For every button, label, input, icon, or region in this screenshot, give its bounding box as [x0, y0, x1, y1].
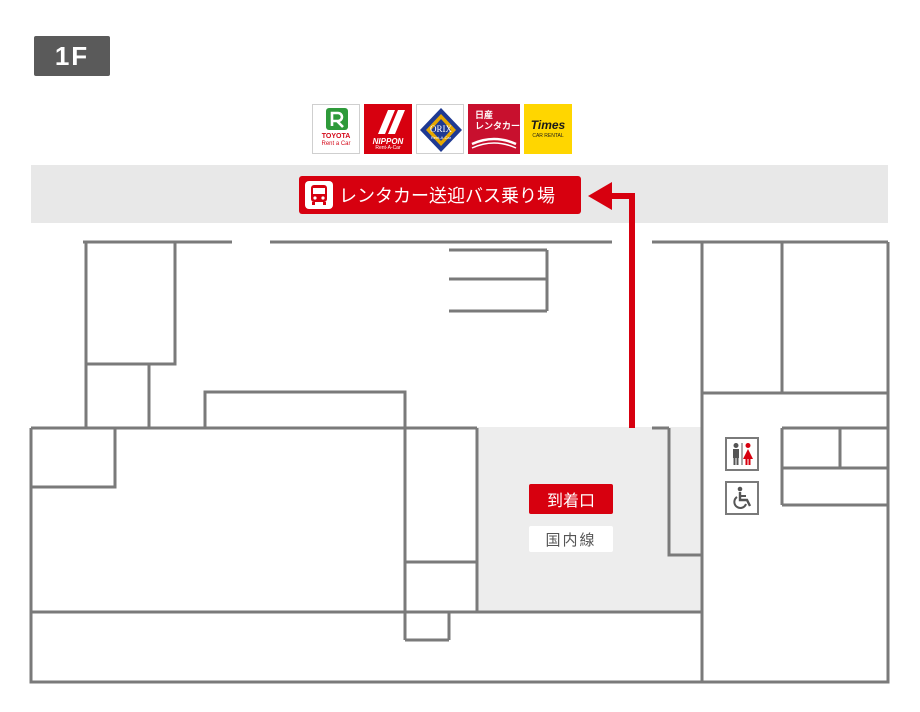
orix-name: ORIX — [430, 124, 452, 134]
nissan-name: 日産 — [475, 111, 494, 121]
walls — [29, 240, 890, 684]
arrival-gate-label: 到着口 — [529, 484, 613, 514]
bus-icon — [305, 181, 333, 209]
nippon-rent-a-car-logo: NIPPON Rent-A-Car — [364, 104, 412, 154]
bus-stop-sign: レンタカー送迎バス乗り場 — [299, 176, 581, 214]
nissan-sub: レンタカー — [475, 122, 520, 132]
nissan-rent-a-car-logo: 日産 レンタカー — [468, 104, 520, 154]
nippon-name: NIPPON — [372, 137, 404, 146]
times-sub: CAR RENTAL — [532, 133, 564, 139]
domestic-label: 国内線 — [529, 526, 613, 552]
nippon-sub: Rent-A-Car — [375, 145, 401, 151]
toyota-name: TOYOTA — [321, 133, 351, 140]
arrival-area — [477, 427, 702, 612]
nippon-mark-icon — [378, 110, 405, 134]
orix-mark-icon: ORIX Rent-A-Car — [420, 108, 462, 152]
toyota-sub: Rent a Car — [321, 141, 351, 147]
restroom-icon — [725, 437, 759, 471]
times-name: Times — [530, 118, 566, 132]
bus-stop-label: レンタカー送迎バス乗り場 — [339, 186, 555, 207]
times-car-rental-logo: Times CAR RENTAL — [524, 104, 572, 154]
nissan-mark-icon — [471, 137, 517, 149]
floor-badge: 1F — [34, 36, 110, 76]
toyota-mark-icon — [326, 108, 348, 130]
wheelchair-icon — [725, 481, 759, 515]
route-arrow — [588, 182, 635, 428]
toyota-rent-a-car-logo: TOYOTA Rent a Car — [312, 104, 360, 154]
orix-sub: Rent-A-Car — [431, 135, 452, 140]
orix-rent-a-car-logo: ORIX Rent-A-Car — [416, 104, 464, 154]
